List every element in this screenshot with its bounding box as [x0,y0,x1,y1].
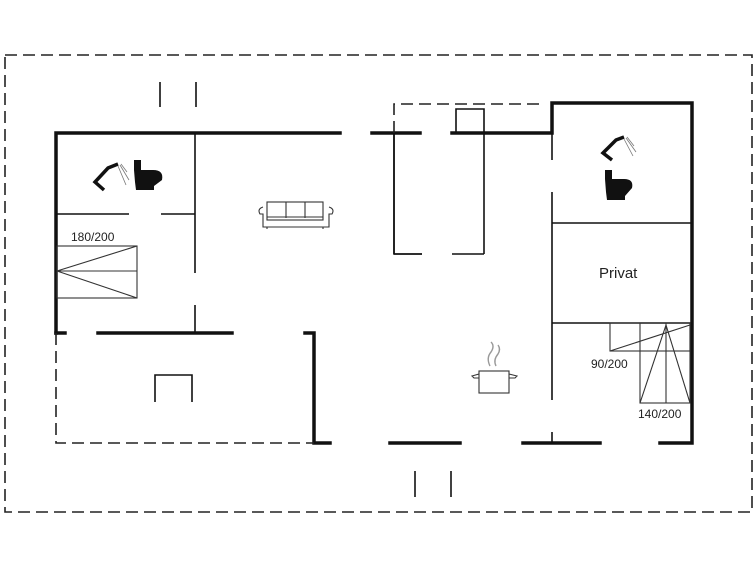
bed-label-140-200: 140/200 [638,407,682,421]
loft-opening [393,133,422,255]
toilet-icon [134,160,163,190]
bed-90-200 [609,322,691,352]
exterior-walls [54,101,694,445]
property-boundary [4,54,753,513]
terrace-outline [55,333,314,444]
shower-icon [92,162,130,192]
shower-icon [600,135,637,162]
sofa-icon [258,201,334,229]
outdoor-fireplace [154,374,193,402]
loft-frame [393,108,485,255]
entrance-markers [159,82,452,497]
loft-outline [393,103,545,133]
bed-label-90-200: 90/200 [591,357,628,371]
room-label-private: Privat [599,265,638,282]
cooking-pot-icon [470,341,519,394]
bed-label-180-200: 180/200 [71,230,115,244]
bed-180-200 [56,245,138,299]
toilet-icon [605,170,633,200]
bed-140-200 [639,322,691,404]
